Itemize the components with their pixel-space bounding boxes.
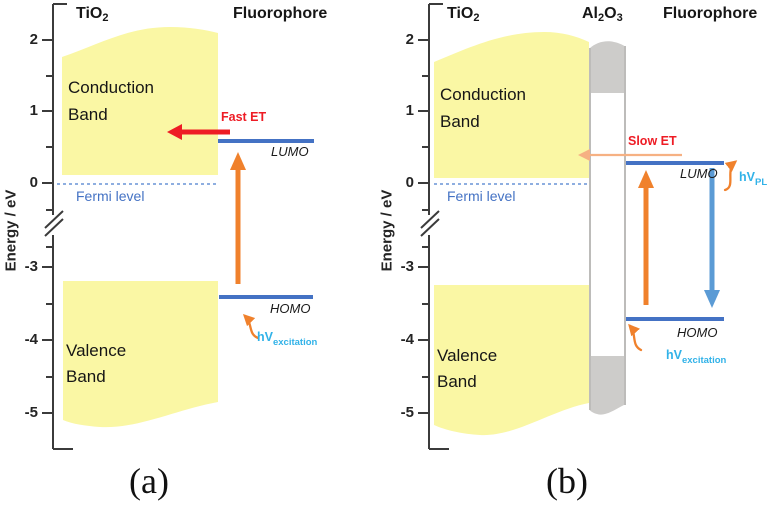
al2o3-p2: O bbox=[604, 5, 617, 22]
tio2-sub-b: 2 bbox=[473, 12, 480, 24]
hv-text-b: hV bbox=[666, 348, 682, 362]
fermi-level-label-b: Fermi level bbox=[447, 188, 516, 204]
tio2-text-b: TiO bbox=[447, 5, 474, 22]
hv-pl-label: hVPL bbox=[739, 170, 767, 188]
lumo-label-a: LUMO bbox=[271, 144, 309, 159]
axis-tick-0-a: 0 bbox=[29, 174, 38, 191]
valence-band-shape-a bbox=[63, 281, 218, 428]
hv-excitation-label-b: hVexcitation bbox=[666, 348, 726, 366]
homo-label-b: HOMO bbox=[677, 325, 718, 340]
al2o3-s2: 3 bbox=[616, 12, 623, 24]
axis-tick-m3-a: -3 bbox=[24, 258, 38, 275]
axis-tick-0-b: 0 bbox=[405, 174, 414, 191]
tio2-title-a: TiO2 bbox=[76, 5, 109, 24]
tio2-title-b: TiO2 bbox=[447, 5, 480, 24]
panel-caption-a: (a) bbox=[129, 461, 169, 501]
photon-squiggle-icon-a bbox=[242, 313, 260, 340]
conduction-band-label-a-line1: Conduction bbox=[68, 78, 155, 97]
conduction-band-label-b-line1: Conduction bbox=[440, 85, 527, 104]
hv-pl-sub: PL bbox=[754, 177, 768, 188]
axis-end-caps-a bbox=[53, 3, 73, 450]
axis-break-gap-b bbox=[420, 215, 438, 235]
al2o3-title: Al2O3 bbox=[582, 5, 623, 24]
fluorophore-title-b: Fluorophore bbox=[663, 5, 758, 22]
homo-label-a: HOMO bbox=[270, 301, 311, 316]
slow-et-label: Slow ET bbox=[628, 134, 677, 148]
conduction-band-shape-a bbox=[62, 27, 218, 175]
tio2-text-a: TiO bbox=[76, 5, 103, 22]
valence-band-shape-b bbox=[434, 285, 589, 436]
panel-caption-b: (b) bbox=[546, 461, 588, 501]
excitation-arrow-head-b bbox=[638, 170, 654, 188]
axis-break-gap-a bbox=[44, 215, 62, 235]
valence-band-label-a-line1: Valence bbox=[66, 341, 127, 360]
emission-arrow-head-b bbox=[704, 290, 720, 308]
photon-squiggle-icon-exc-b bbox=[628, 323, 643, 352]
axis-minor-ticks-b bbox=[422, 75, 429, 378]
alumina-top-blob bbox=[589, 41, 626, 93]
alumina-bottom-blob bbox=[589, 356, 626, 415]
excitation-arrow-head-a bbox=[230, 152, 246, 170]
photon-squiggle-icon-pl bbox=[723, 160, 738, 192]
axis-minor-ticks-a bbox=[46, 75, 53, 378]
axis-break-icon bbox=[44, 210, 64, 237]
hv-sub-a: excitation bbox=[272, 337, 318, 348]
lumo-label-b: LUMO bbox=[680, 166, 718, 181]
hv-pl-text: hV bbox=[739, 170, 755, 184]
valence-band-label-b-line1: Valence bbox=[437, 346, 498, 365]
conduction-band-label-a-line2: Band bbox=[68, 105, 108, 124]
alumina-column-body bbox=[591, 90, 624, 358]
axis-tick-m3-b: -3 bbox=[400, 258, 414, 275]
axis-tick-2-a: 2 bbox=[29, 31, 38, 48]
axis-break-icon-b bbox=[420, 210, 440, 237]
fast-et-arrow-head bbox=[167, 124, 182, 140]
axis-tick-m4-a: -4 bbox=[24, 331, 38, 348]
hv-text-a: hV bbox=[257, 330, 273, 344]
hv-excitation-label-a: hVexcitation bbox=[257, 330, 317, 348]
axis-end-caps-b bbox=[429, 3, 449, 450]
fluorophore-title-a: Fluorophore bbox=[233, 5, 328, 22]
hv-sub-b: excitation bbox=[681, 355, 727, 366]
fast-et-label: Fast ET bbox=[221, 110, 267, 124]
axis-major-ticks-a bbox=[42, 39, 53, 414]
axis-tick-m5-a: -5 bbox=[24, 404, 38, 421]
fermi-level-label-a: Fermi level bbox=[76, 188, 145, 204]
valence-band-label-a-line2: Band bbox=[66, 367, 106, 386]
axis-tick-1-b: 1 bbox=[405, 102, 414, 119]
tio2-sub-a: 2 bbox=[102, 12, 109, 24]
axis-tick-m5-b: -5 bbox=[400, 404, 414, 421]
axis-tick-1-a: 1 bbox=[29, 102, 38, 119]
al2o3-p1: Al bbox=[582, 5, 598, 22]
axis-major-ticks-b bbox=[418, 39, 429, 414]
conduction-band-shape-b bbox=[434, 32, 589, 178]
al2o3-s1: 2 bbox=[598, 12, 605, 24]
valence-band-label-b-line2: Band bbox=[437, 372, 477, 391]
conduction-band-label-b-line2: Band bbox=[440, 112, 480, 131]
axis-tick-2-b: 2 bbox=[405, 31, 414, 48]
axis-tick-m4-b: -4 bbox=[400, 331, 414, 348]
